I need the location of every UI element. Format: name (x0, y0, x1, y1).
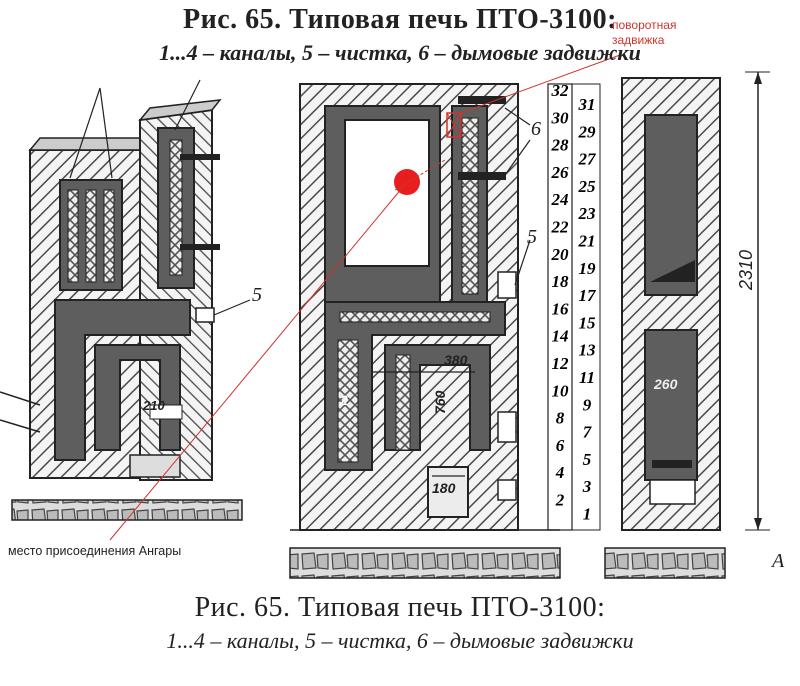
row-number-right: 21 (578, 232, 596, 251)
dim-380: 380 (444, 352, 468, 368)
row-number-left: 4 (555, 463, 565, 482)
row-number-left: 18 (552, 272, 570, 291)
row-number-right: 5 (583, 450, 592, 469)
row-number-right: 3 (582, 477, 592, 496)
dim-210: 210 (143, 398, 165, 413)
callout-mid-6: 6 (531, 118, 541, 140)
row-number-right: 15 (579, 313, 597, 332)
row-number-left: 20 (551, 245, 570, 264)
row-number-right: 11 (579, 368, 595, 387)
row-number-left: 16 (552, 299, 570, 318)
row-number-right: 17 (579, 286, 598, 305)
rotary-damper-label: поворотная задвижка (612, 18, 677, 47)
row-number-right: 29 (578, 122, 597, 141)
red-annotations (109, 54, 621, 541)
edge-letter-A: А (772, 550, 785, 572)
row-number-right: 23 (578, 204, 597, 223)
top-caption-subtitle: 1...4 – каналы, 5 – чистка, 6 – дымовые … (159, 40, 641, 65)
row-number-right: 1 (583, 505, 592, 524)
dim-260: 260 (654, 376, 678, 392)
row-number-right: 25 (578, 177, 597, 196)
dim-height-2310: 2310 (736, 249, 756, 290)
right-view (604, 71, 770, 579)
row-number-left: 2 (555, 491, 565, 510)
callout-channel-2: 2 (340, 392, 348, 408)
row-number-right: 13 (579, 341, 597, 360)
dim-760: 760 (432, 390, 448, 414)
row-number-right: 9 (583, 395, 592, 414)
row-number-left: 6 (556, 436, 565, 455)
row-number-left: 12 (552, 354, 570, 373)
bottom-caption-title: Рис. 65. Типовая печь ПТО-3100: (194, 592, 606, 623)
row-number-left: 8 (556, 409, 565, 428)
row-number-left: 28 (551, 136, 570, 155)
row-number-left: 22 (551, 218, 570, 237)
dim-180: 180 (432, 480, 456, 496)
row-number-right: 7 (583, 423, 593, 442)
left-view (0, 79, 251, 521)
bottom-caption-subtitle: 1...4 – каналы, 5 – чистка, 6 – дымовые … (166, 628, 634, 653)
row-number-right: 19 (579, 259, 597, 278)
row-number-left: 10 (552, 381, 570, 400)
middle-view (289, 83, 561, 579)
connection-point-label: место присоединения Ангары (8, 544, 182, 558)
callout-mid-5: 5 (527, 226, 537, 248)
row-number-right: 27 (578, 150, 598, 169)
row-number-left: 24 (551, 190, 569, 209)
row-number-left: 30 (551, 108, 570, 127)
top-caption-title: Рис. 65. Типовая печь ПТО-3100: (183, 4, 617, 35)
row-number-right: 31 (578, 95, 596, 114)
row-number-left: 32 (551, 81, 570, 100)
callout-left-5: 5 (252, 284, 262, 306)
row-number-left: 14 (552, 327, 569, 346)
row-number-left: 26 (551, 163, 570, 182)
